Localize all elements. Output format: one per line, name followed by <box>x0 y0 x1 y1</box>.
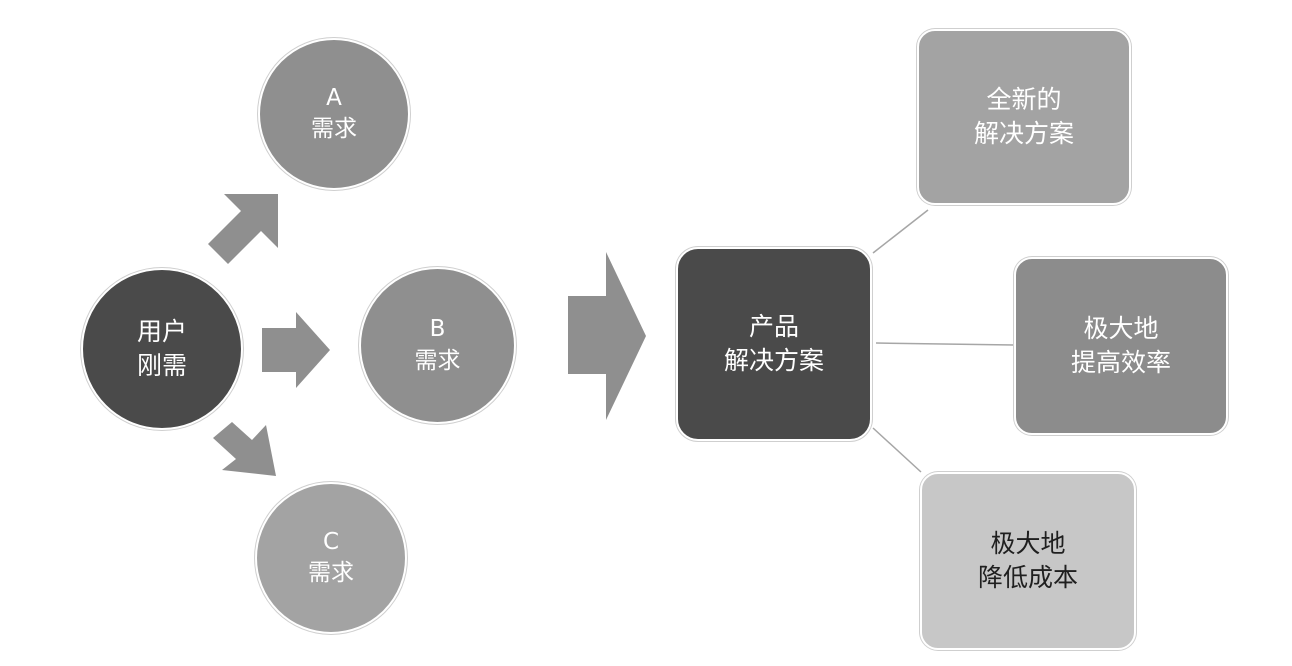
product-solution-box: 产品 解决方案 <box>676 247 872 441</box>
user-need-line2: 刚需 <box>136 351 187 380</box>
connector-to-efficiency <box>875 342 1015 346</box>
need-c-circle: C 需求 <box>255 482 407 634</box>
arrow-to-product <box>568 252 646 420</box>
need-a-label: A <box>326 84 342 111</box>
need-a-text: 需求 <box>311 116 357 142</box>
arrow-to-need-c <box>213 422 276 476</box>
need-c-text: 需求 <box>308 560 354 586</box>
need-c-label: C <box>322 528 340 555</box>
arrow-to-need-b <box>262 312 330 388</box>
efficiency-box: 极大地 提高效率 <box>1014 257 1228 435</box>
efficiency-line1: 极大地 <box>1083 314 1159 344</box>
product-line1: 产品 <box>748 312 799 342</box>
efficiency-line2: 提高效率 <box>1070 348 1171 377</box>
user-need-line1: 用户 <box>136 317 187 347</box>
arrow-to-need-a <box>208 194 278 264</box>
new-solution-line1: 全新的 <box>986 85 1062 115</box>
user-need-circle: 用户 刚需 <box>81 268 243 430</box>
need-b-label: B <box>429 316 446 343</box>
connector-to-cost <box>872 427 922 473</box>
need-a-circle: A 需求 <box>258 38 410 190</box>
cost-line1: 极大地 <box>990 529 1066 559</box>
need-b-circle: B 需求 <box>359 267 516 424</box>
need-b-text: 需求 <box>414 347 461 374</box>
product-line2: 解决方案 <box>723 346 824 375</box>
new-solution-line2: 解决方案 <box>973 119 1074 148</box>
new-solution-box: 全新的 解决方案 <box>917 29 1131 205</box>
cost-line2: 降低成本 <box>977 563 1078 592</box>
connector-to-new-solution <box>872 209 929 254</box>
cost-box: 极大地 降低成本 <box>920 472 1136 650</box>
